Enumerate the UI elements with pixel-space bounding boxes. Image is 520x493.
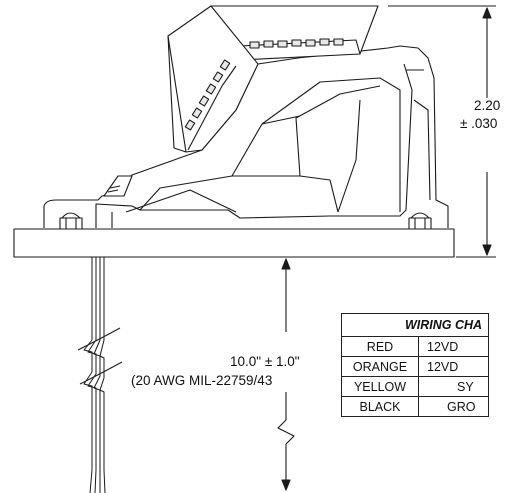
wiring-chart-header-row: WIRING CHA — [340, 313, 490, 337]
wire-color: BLACK — [341, 396, 419, 417]
wire-function: 12VD — [417, 356, 490, 377]
wiring-row: YELLOW SY — [341, 376, 490, 397]
wire-bundle — [77, 257, 123, 493]
wiring-row: BLACK GRO — [341, 396, 490, 417]
wire-color: ORANGE — [341, 356, 419, 377]
height-dimension-tolerance: ± .030 — [460, 116, 498, 131]
height-dimension — [388, 5, 496, 258]
height-dimension-value: 2.20 — [474, 98, 501, 113]
wire-spec-text: (20 AWG MIL-22759/43 — [131, 373, 273, 388]
wire-color: YELLOW — [341, 376, 419, 397]
wire-color: RED — [341, 336, 419, 357]
mount-bracket — [103, 175, 133, 197]
base-plate — [13, 228, 455, 258]
wire-length-value: 10.0" ± 1.0" — [230, 354, 300, 369]
wire-length-dimension — [277, 258, 295, 491]
wiring-row: RED 12VD — [341, 336, 490, 357]
wiring-chart-title: WIRING CHA — [340, 313, 490, 337]
led-bar-side — [167, 5, 259, 153]
mounting-screw-right — [408, 212, 432, 230]
wire-function: SY — [417, 376, 490, 397]
wiring-chart: WIRING CHA RED 12VD ORANGE 12VD YELLOW S… — [340, 313, 490, 417]
wire-function: 12VD — [417, 336, 490, 357]
wire-function: GRO — [417, 396, 490, 417]
wiring-row: ORANGE 12VD — [341, 356, 490, 377]
mounting-screw-left — [59, 212, 83, 230]
